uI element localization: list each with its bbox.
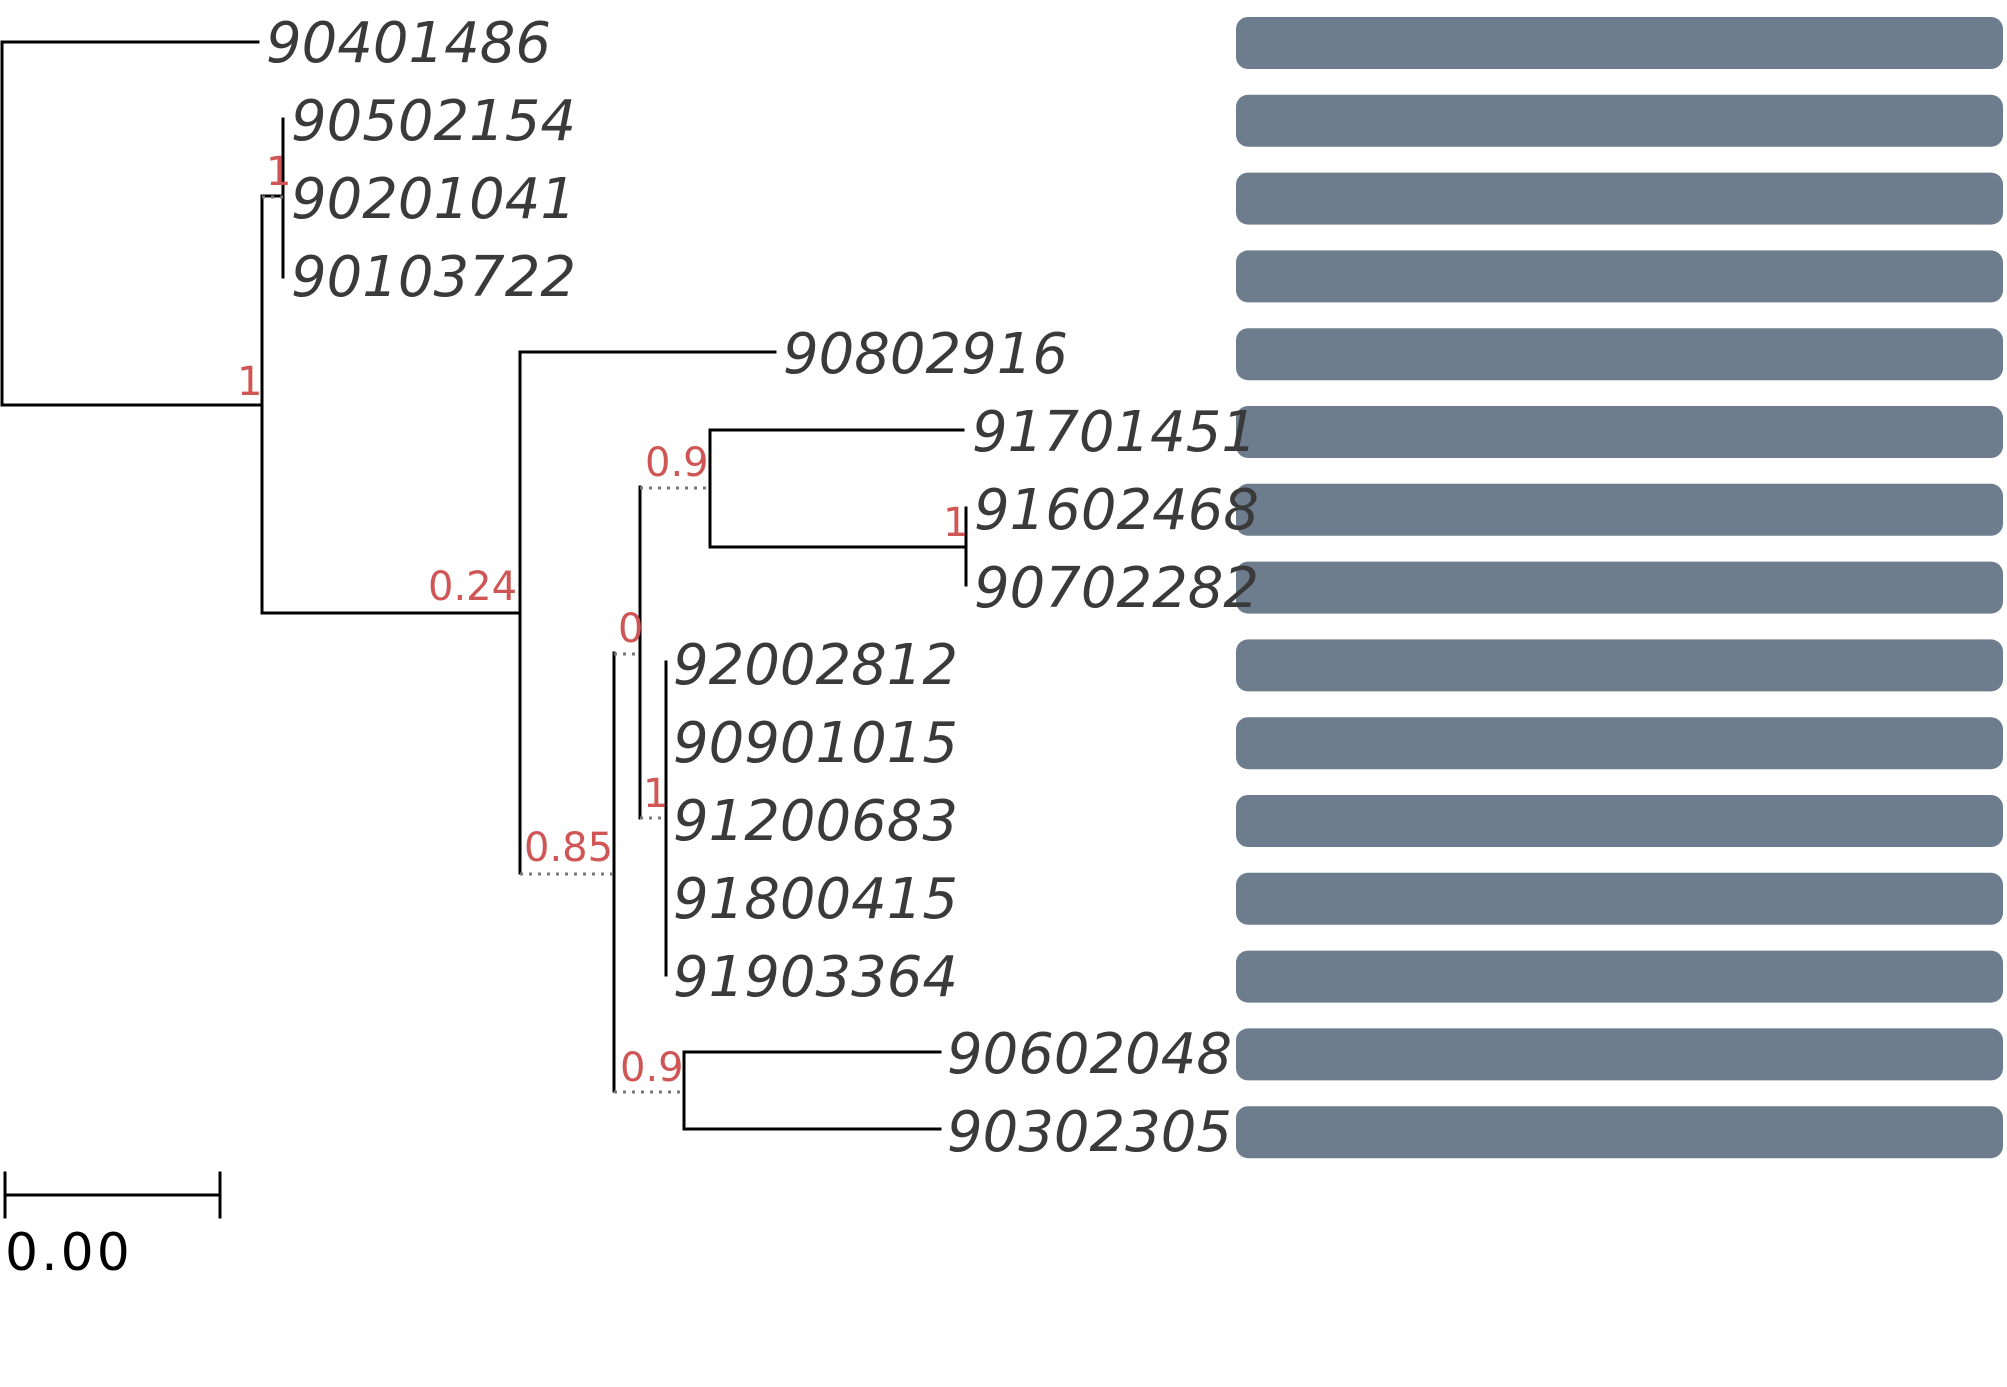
leaf-label: 90802916 (783, 322, 1068, 387)
leaf-bar (1236, 250, 2003, 303)
support-value: 1 (943, 500, 968, 546)
support-value: 1 (237, 359, 262, 405)
leaf-label: 90103722 (291, 245, 576, 310)
leaf-label: 90602048 (947, 1022, 1232, 1087)
leaf-label: 90401486 (266, 11, 551, 76)
leaf-bar (1236, 1028, 2003, 1081)
leaf-label: 91200683 (673, 789, 958, 854)
support-value: 0.24 (428, 564, 517, 610)
leaf-label: 91800415 (673, 867, 958, 932)
support-value: 1 (266, 149, 291, 195)
leaf-label: 90502154 (291, 89, 576, 154)
leaf-bar (1236, 406, 2003, 458)
leaf-bar (1236, 717, 2003, 770)
scale-bar-line (3, 1171, 222, 1219)
leaf-bar (1236, 950, 2003, 1003)
leaf-label: 90302305 (947, 1100, 1232, 1165)
support-value: 1 (643, 771, 668, 817)
leaf-labels: 90401486 90502154 90201041 90103722 9080… (266, 11, 1259, 1165)
leaf-label: 91701451 (972, 400, 1257, 465)
leaf-bar (1236, 94, 2003, 147)
support-value: 0.9 (645, 440, 709, 486)
leaf-bar (1236, 1106, 2003, 1159)
support-value: 0 (618, 606, 643, 652)
support-value: 0.85 (524, 825, 613, 871)
leaf-bar (1236, 639, 2003, 692)
leaf-label: 90201041 (291, 167, 576, 232)
scale-bar: 0.00 (3, 1171, 222, 1283)
leaf-bar (1236, 172, 2003, 225)
leaf-bar (1236, 561, 2003, 614)
zero-length-connectors (262, 195, 710, 1094)
leaf-bars (1236, 17, 2003, 1159)
leaf-bar (1236, 872, 2003, 925)
leaf-label: 91903364 (673, 945, 958, 1010)
leaf-label: 90901015 (673, 711, 958, 776)
tree-branches (0, 40, 968, 1131)
scale-bar-label: 0.00 (5, 1223, 133, 1283)
leaf-label: 90702282 (974, 556, 1259, 621)
leaf-bar (1236, 17, 2003, 69)
support-values: 1 1 0.24 0 0.9 1 0.85 1 0.9 (237, 149, 968, 1091)
leaf-bar (1236, 328, 2003, 381)
leaf-label: 92002812 (673, 633, 958, 698)
leaf-bar (1236, 795, 2003, 847)
leaf-bar (1236, 483, 2003, 536)
leaf-label: 91602468 (974, 478, 1259, 543)
support-value: 0.9 (620, 1045, 684, 1091)
